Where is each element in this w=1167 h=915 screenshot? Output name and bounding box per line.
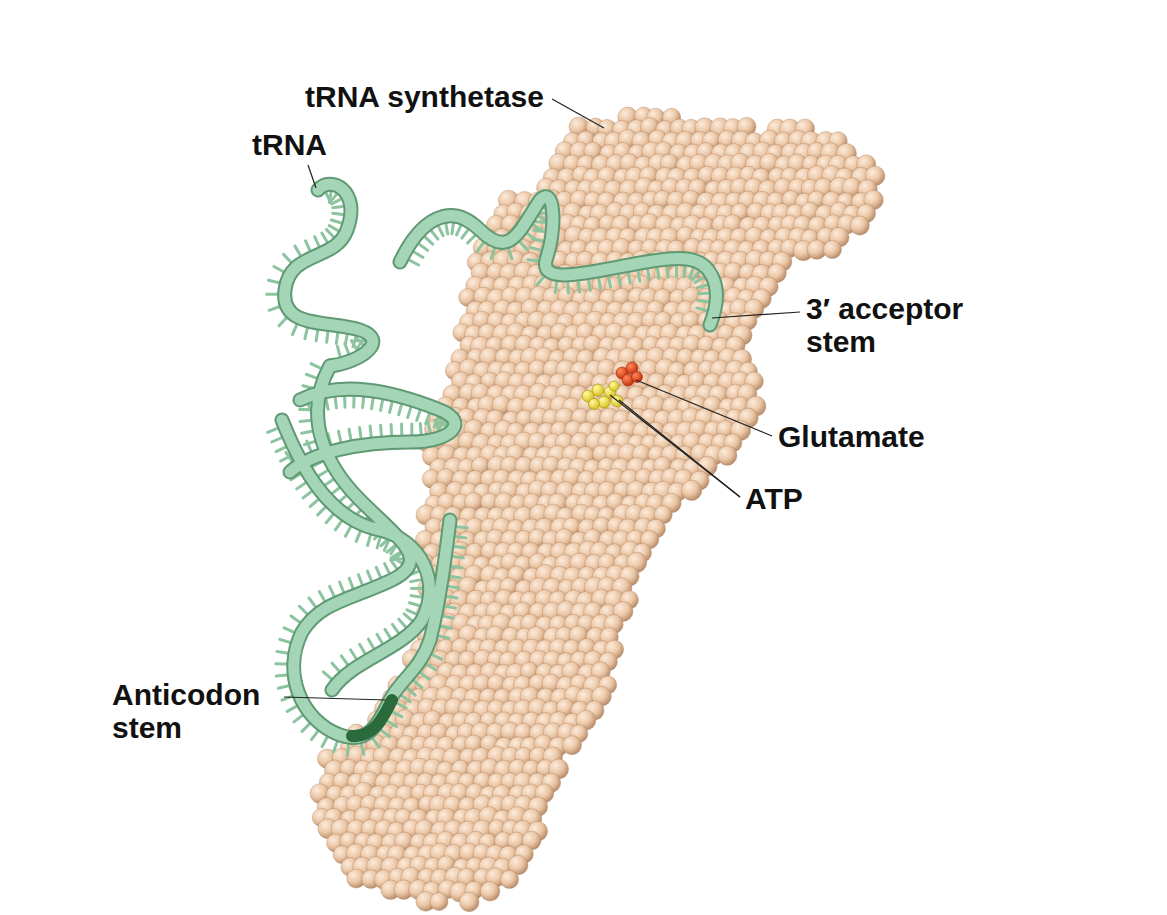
leader-lines — [284, 99, 800, 700]
protein-atom — [500, 870, 518, 888]
glutamate-atoms — [616, 362, 643, 386]
backbone-tube — [282, 420, 430, 690]
leader-line — [308, 165, 316, 188]
protein-atom — [850, 216, 869, 235]
leader-line — [712, 312, 800, 318]
protein-atom — [430, 892, 448, 910]
protein-atom — [480, 882, 500, 902]
callout-label: tRNA synthetase — [305, 80, 544, 113]
leader-line — [552, 99, 604, 128]
callout-label: tRNA — [252, 128, 327, 161]
backbone-tube — [285, 184, 373, 366]
backbone-tube — [430, 520, 450, 640]
leader-line — [610, 395, 740, 497]
callout-label: 3′ acceptor stem — [806, 292, 1011, 358]
trna-backbone — [282, 184, 716, 737]
backbone-tube — [400, 197, 716, 325]
leader-line — [284, 697, 386, 700]
callout-label: Glutamate — [778, 420, 925, 453]
backbone-outline — [285, 184, 373, 366]
protein-atom — [459, 892, 479, 912]
callout-label: Anticodon stem — [112, 678, 302, 744]
anticodon-segment — [352, 700, 392, 736]
rna-bases — [267, 184, 717, 755]
protein-atom — [717, 446, 736, 465]
protein-atom — [562, 736, 581, 755]
synthetase-protein — [310, 107, 885, 912]
protein-atom — [823, 240, 841, 258]
atp-atoms — [582, 381, 623, 410]
protein-atom — [681, 480, 701, 500]
callout-label: ATP — [745, 482, 803, 515]
backbone-outline — [400, 197, 716, 325]
leader-line — [636, 380, 772, 436]
